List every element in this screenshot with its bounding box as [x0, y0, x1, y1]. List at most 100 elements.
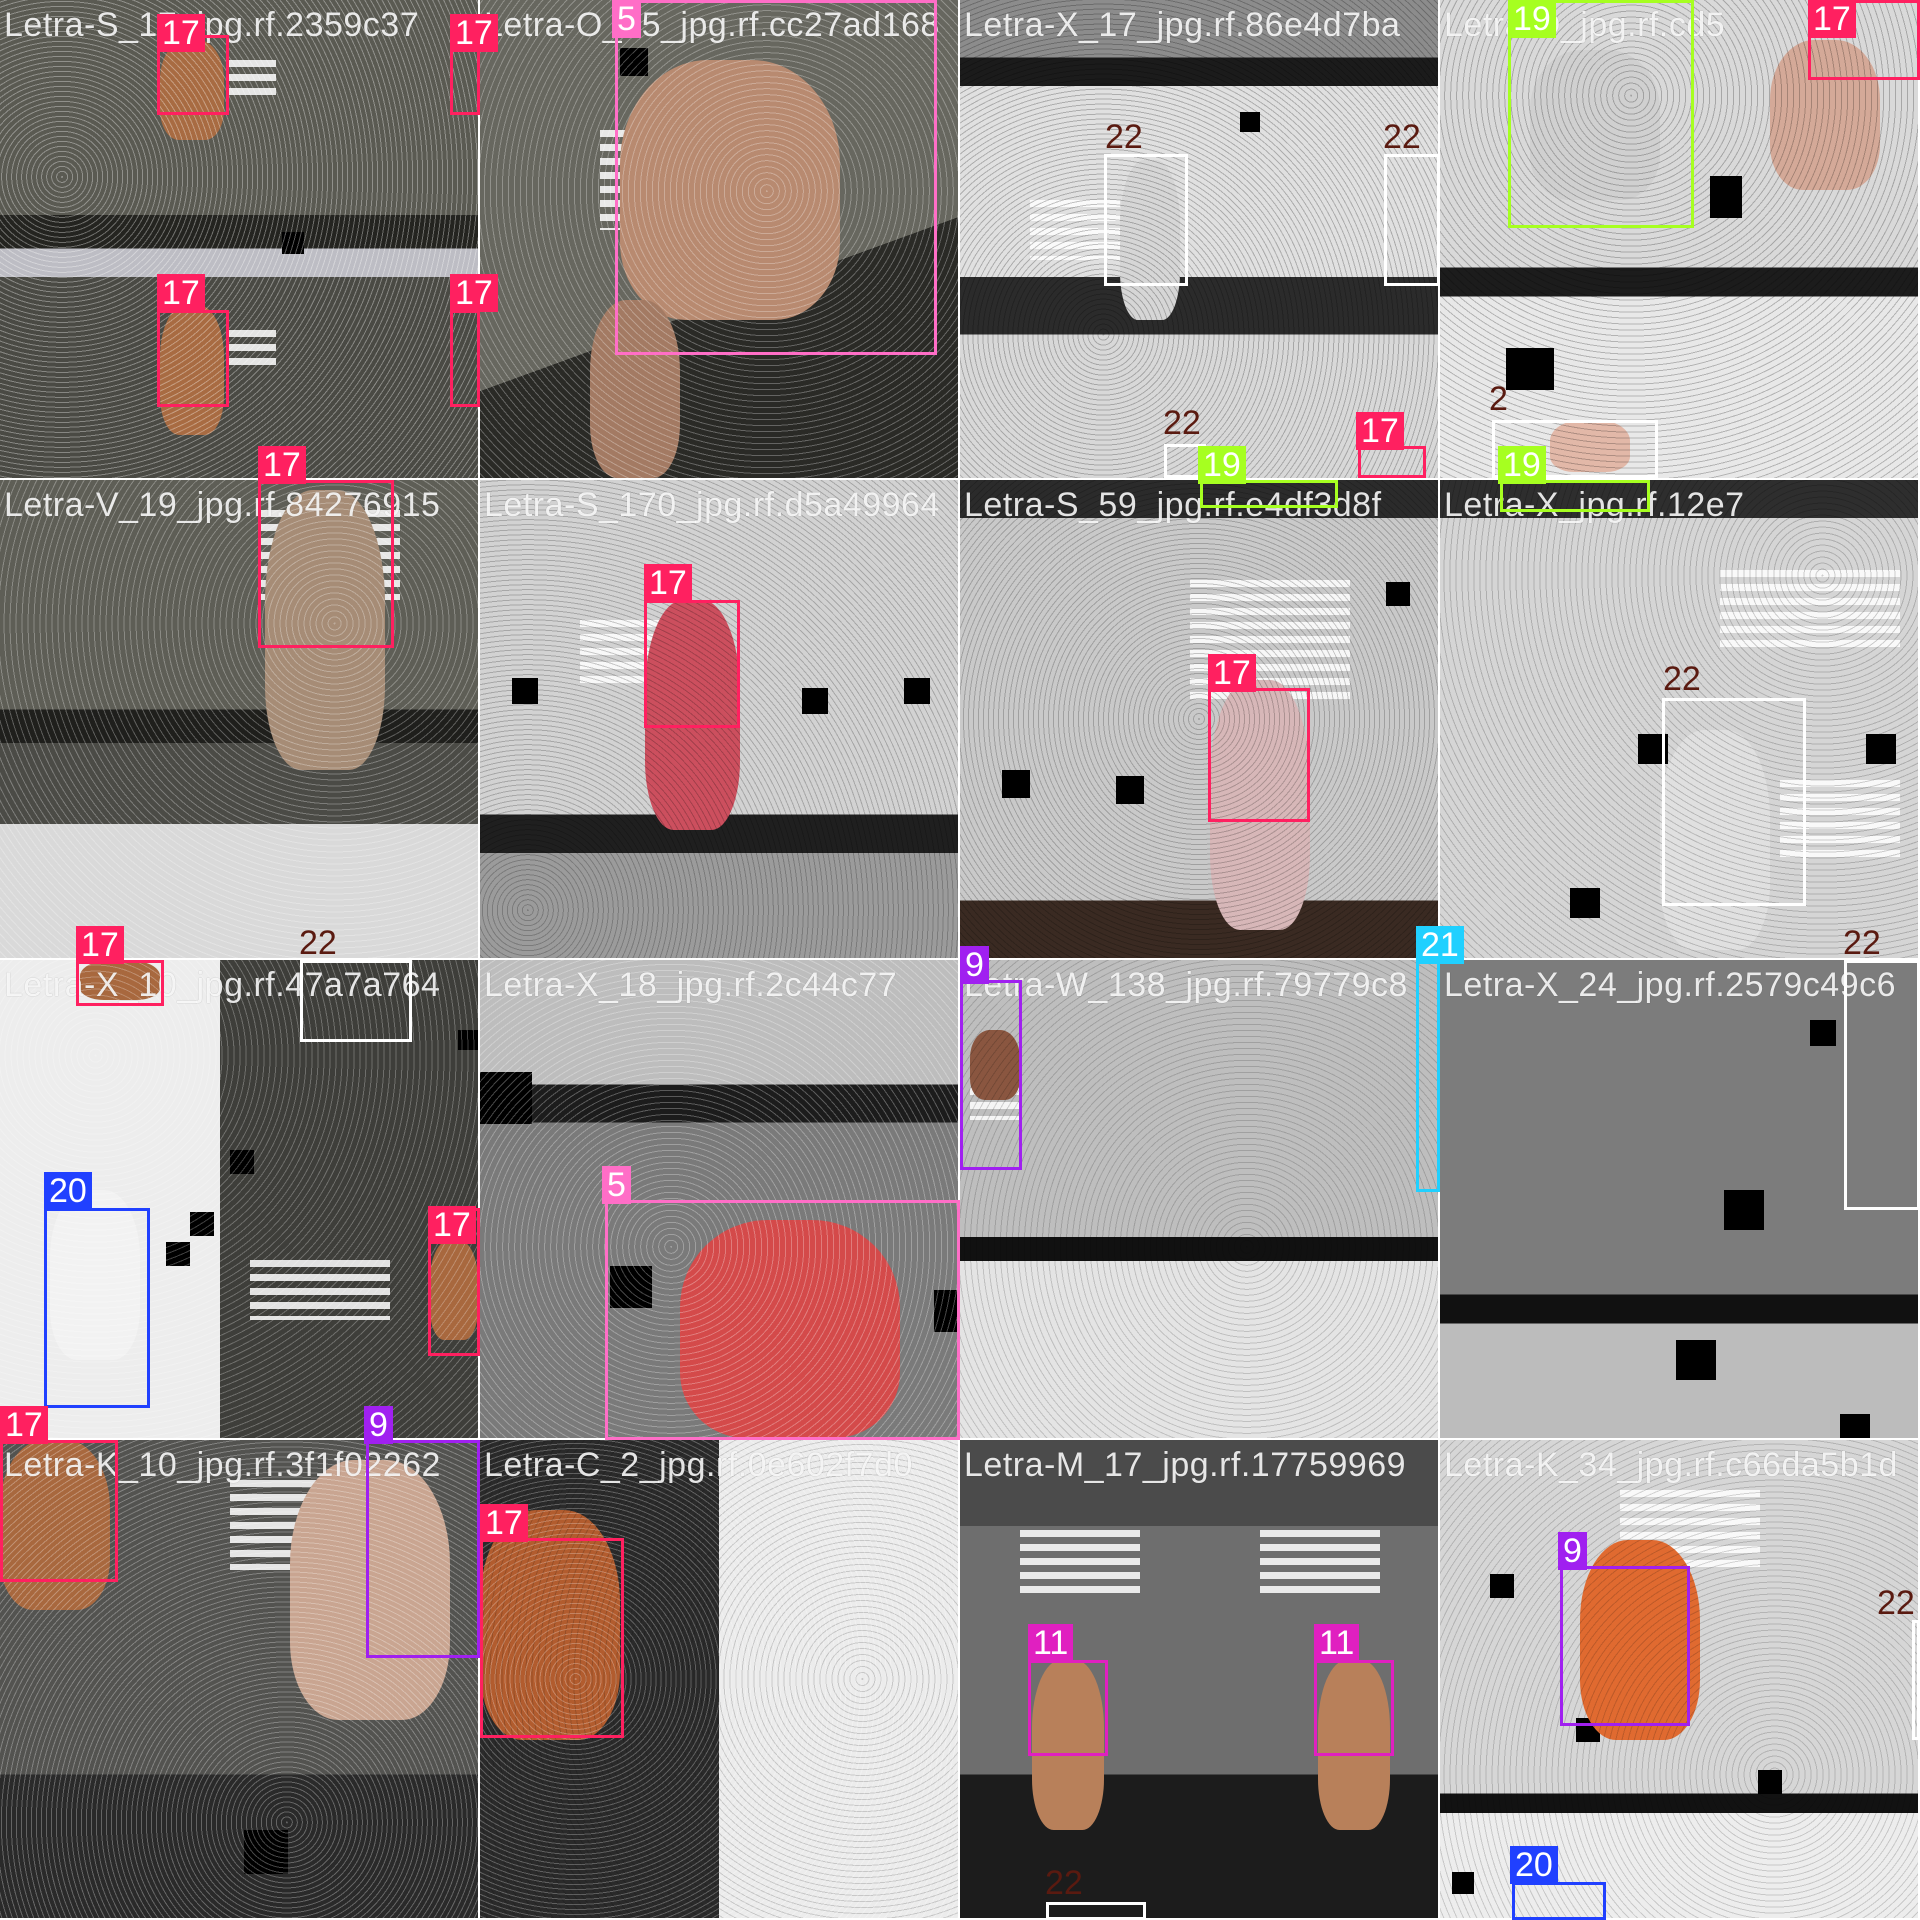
hand-fist	[645, 600, 740, 830]
tile-filename: Letra-K_34_jpg.rf.c66da5b1d	[1444, 1446, 1898, 1484]
black-box	[480, 1072, 532, 1124]
noise	[480, 0, 958, 478]
tile-16: Letra-K_34_jpg.rf.c66da5b1d	[1440, 1440, 1918, 1918]
noise	[0, 0, 478, 478]
tile-7: Letra-S_59_jpg.rf.e4df3d8f	[960, 480, 1438, 958]
tile-filename: Letra-M_17_jpg.rf.17759969	[964, 1446, 1407, 1484]
tile-5: Letra-V_19_jpg.rf.84276915	[0, 480, 478, 958]
hand-v-fist	[265, 490, 385, 770]
noise	[1440, 960, 1918, 1438]
blinds-bg	[1260, 1530, 1380, 1600]
black-box	[1724, 1190, 1764, 1230]
tile-filename: Letra-O_15_jpg.rf.cc27ad168	[484, 6, 940, 44]
noise	[480, 960, 958, 1438]
hand-w	[970, 1030, 1020, 1100]
hand-w	[680, 1220, 900, 1438]
hand-arm	[290, 1460, 450, 1720]
noise	[960, 0, 1438, 478]
noise	[480, 480, 958, 958]
tile-filename: Letra-V_19_jpg.rf.84276915	[4, 486, 441, 524]
hand-fist	[160, 305, 224, 435]
tile-filename: Letra-S_170_jpg.rf.d5a49964	[484, 486, 940, 524]
hand-k	[1580, 1540, 1700, 1740]
blinds-bg	[1020, 1530, 1140, 1600]
black-box	[512, 678, 538, 704]
hand-small	[1550, 420, 1630, 472]
black-box	[802, 688, 828, 714]
hand-fist	[160, 40, 224, 140]
black-box	[230, 1150, 254, 1174]
hand-m	[1032, 1660, 1104, 1830]
black-box	[620, 48, 648, 76]
hand-arm	[590, 300, 680, 478]
noise	[0, 1440, 478, 1918]
blinds-bg	[226, 60, 276, 100]
tile-4: Letra-D_jpg.rf.cd5	[1440, 0, 1918, 478]
hand-fist	[1210, 680, 1310, 930]
tile-filename: Letra-X_24_jpg.rf.2579c49c6	[1444, 966, 1897, 1004]
tile-1: Letra-S_17_jpg.rf.2359c37	[0, 0, 478, 478]
tile-10: Letra-X_18_jpg.rf.2c44c77	[480, 960, 958, 1438]
tile-filename: Letra-S_59_jpg.rf.e4df3d8f	[964, 486, 1382, 524]
black-box	[1240, 112, 1260, 132]
tile-filename: Letra-C_2_jpg.rf.0e602f7d0	[484, 1446, 913, 1484]
tile-13: Letra-K_10_jpg.rf.3f1f02262	[0, 1440, 478, 1918]
tile-filename: Letra-D_jpg.rf.cd5	[1444, 6, 1726, 44]
noise	[1440, 1440, 1918, 1918]
hand-d	[1530, 50, 1660, 200]
black-box	[1570, 888, 1600, 918]
black-box	[1810, 1020, 1836, 1046]
black-box	[1002, 770, 1030, 798]
black-box	[1116, 776, 1144, 804]
black-box	[1386, 582, 1410, 606]
tile-filename: Letra-K_10_jpg.rf.3f1f02262	[4, 1446, 441, 1484]
noise	[0, 480, 478, 958]
hand-c	[480, 1510, 620, 1740]
hand-arm	[1770, 40, 1880, 190]
black-box	[1758, 1770, 1782, 1794]
noise	[1440, 480, 1918, 958]
black-box	[458, 1030, 478, 1050]
black-box	[1866, 734, 1896, 764]
hand-fist	[80, 960, 160, 1000]
noise	[0, 960, 478, 1438]
black-box	[1676, 1340, 1716, 1380]
black-box	[1490, 1574, 1514, 1598]
black-box	[904, 678, 930, 704]
noise	[1440, 0, 1918, 478]
tile-8: Letra-X_jpg.rf.12e7	[1440, 480, 1918, 958]
noise	[480, 1440, 958, 1918]
tile-11: Letra-W_138_jpg.rf.79779c8	[960, 960, 1438, 1438]
tile-filename: Letra-X_18_jpg.rf.2c44c77	[484, 966, 898, 1004]
hand-v	[50, 1190, 140, 1360]
hand-x	[1660, 730, 1770, 950]
noise	[960, 960, 1438, 1438]
black-box	[1452, 1872, 1474, 1894]
hand-m	[1318, 1660, 1390, 1830]
noise	[480, 1440, 958, 1918]
black-box	[934, 1290, 958, 1332]
noise	[960, 1440, 1438, 1918]
tile-15: Letra-M_17_jpg.rf.17759969	[960, 1440, 1438, 1918]
tile-2: Letra-O_15_jpg.rf.cc27ad168	[480, 0, 958, 478]
blinds-bg	[226, 330, 276, 370]
blinds-bg	[1780, 780, 1900, 860]
black-box	[1840, 1414, 1870, 1438]
hand-x	[1120, 160, 1180, 320]
black-box	[1506, 348, 1554, 390]
blinds-bg	[1720, 570, 1900, 650]
tile-filename: Letra-S_17_jpg.rf.2359c37	[4, 6, 420, 44]
tile-6: Letra-S_170_jpg.rf.d5a49964	[480, 480, 958, 958]
tile-filename: Letra-W_138_jpg.rf.79779c8	[964, 966, 1408, 1004]
tile-9: Letra-X_10_jpg.rf.47a7a764	[0, 960, 478, 1438]
tile-14: Letra-C_2_jpg.rf.0e602f7d0	[480, 1440, 958, 1918]
black-box	[610, 1266, 652, 1308]
black-box	[190, 1212, 214, 1236]
hand-ok	[620, 60, 840, 320]
black-box	[166, 1242, 190, 1266]
black-box	[282, 232, 304, 254]
black-box	[1710, 176, 1742, 218]
tile-11-scene	[960, 960, 1438, 1438]
noise	[960, 480, 1438, 958]
